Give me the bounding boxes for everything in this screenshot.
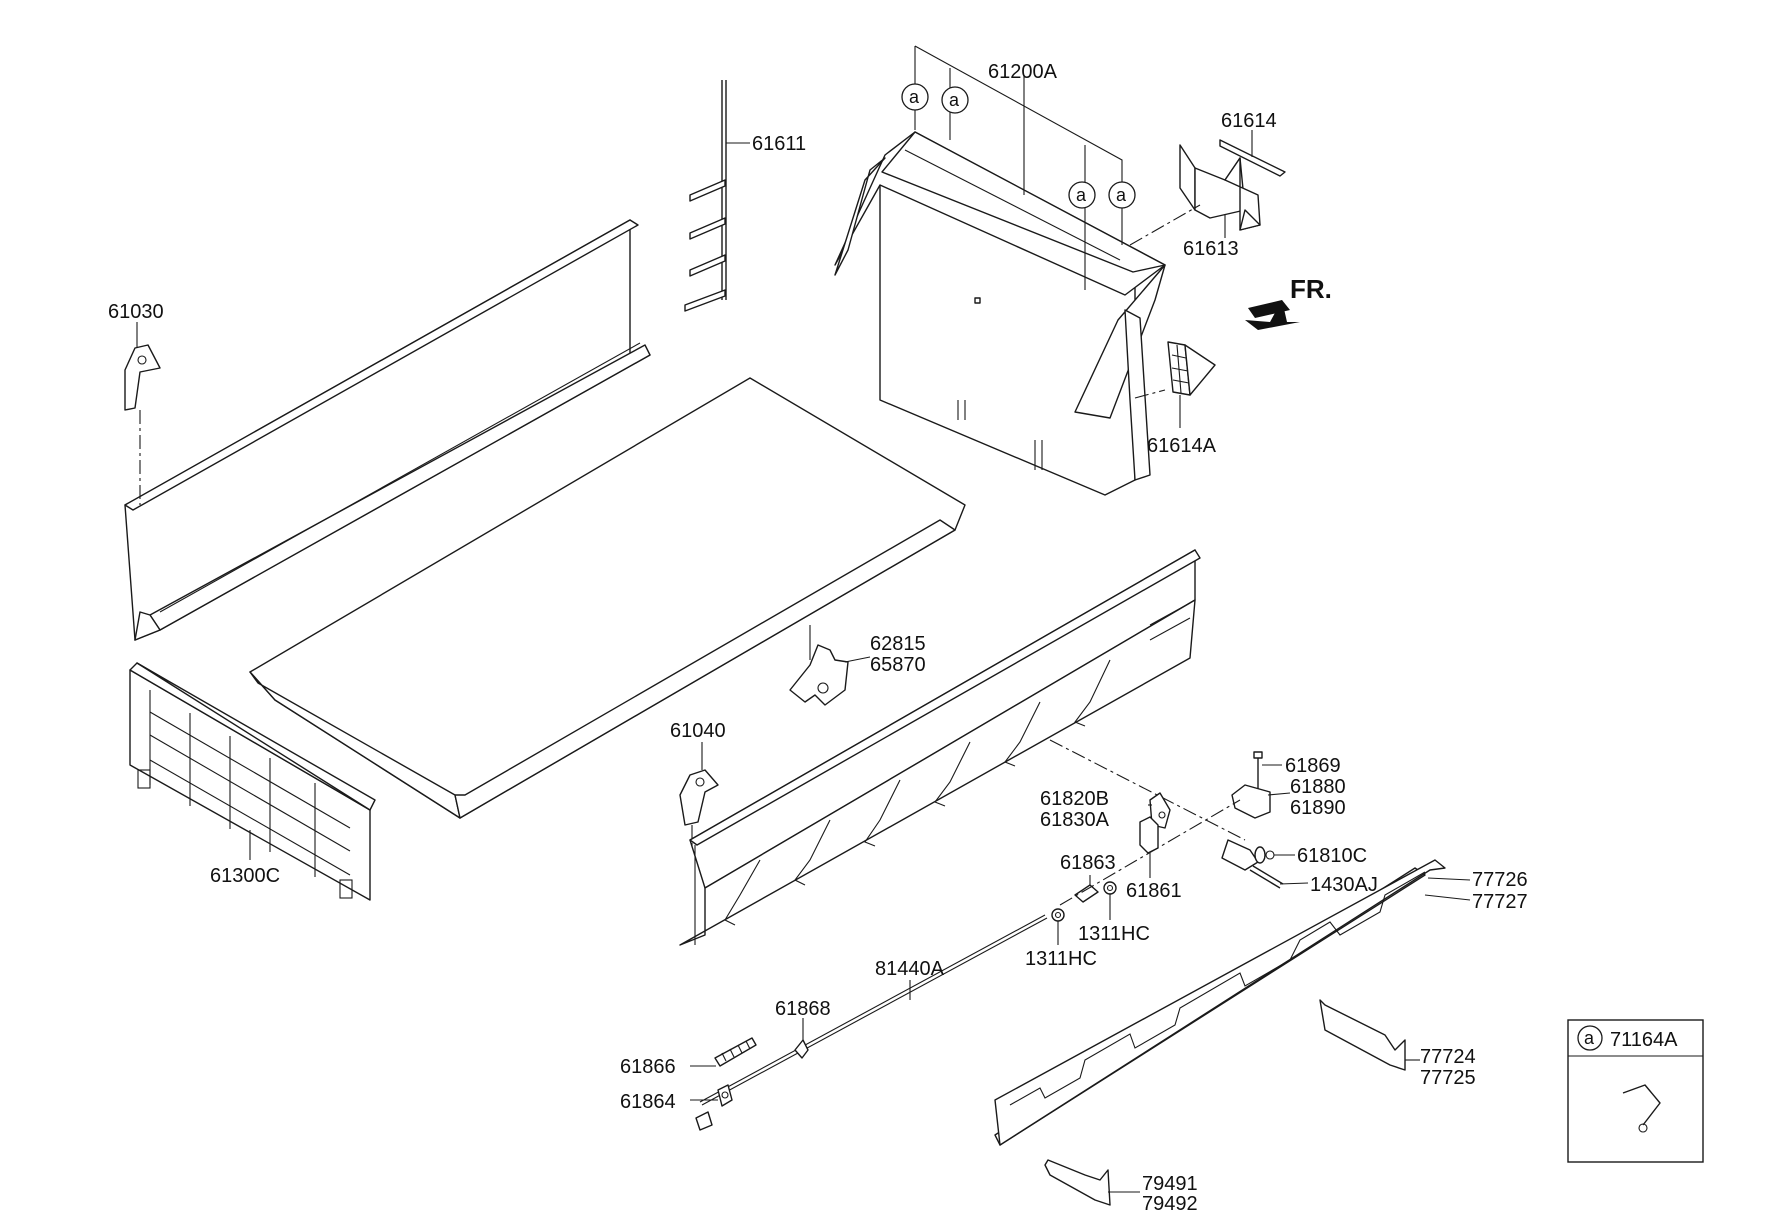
front-direction-arrow: FR.	[1245, 274, 1332, 330]
callout-letter: a	[1116, 185, 1127, 205]
label-61869: 61869	[1285, 755, 1341, 777]
callout-letter: a	[909, 87, 920, 107]
part-77724-plate	[1319, 999, 1420, 1071]
front-direction-text: FR.	[1290, 274, 1332, 304]
hook-clip-icon	[1622, 1084, 1661, 1126]
part-61864-plate	[690, 1084, 733, 1131]
part-62815-hook	[789, 625, 871, 706]
callout-circle-a-2	[941, 86, 969, 114]
label-62815: 62815	[870, 633, 926, 655]
label-65870: 65870	[870, 654, 926, 676]
part-61880-latch	[1231, 784, 1291, 819]
label-61863: 61863	[1060, 852, 1116, 874]
callout-circle-a-1	[901, 83, 929, 111]
front-panel-61200A	[834, 131, 1166, 496]
label-61613: 61613	[1183, 238, 1239, 260]
part-61030-hinge	[124, 322, 161, 505]
label-61810C: 61810C	[1297, 845, 1367, 867]
callout-letter: a	[949, 90, 960, 110]
label-61040: 61040	[670, 720, 726, 742]
part-81440A-cable	[699, 914, 1048, 1106]
label-61614: 61614	[1221, 110, 1277, 132]
label-61614A: 61614A	[1147, 435, 1217, 457]
right-side-panel	[679, 549, 1201, 946]
label-61861: 61861	[1126, 880, 1182, 902]
label-77724: 77724	[1420, 1046, 1476, 1068]
floor-plate	[249, 377, 966, 819]
legend-marker-circle	[1577, 1025, 1603, 1051]
part-61863-pin	[1074, 875, 1099, 903]
part-61614-strip	[1219, 130, 1286, 177]
part-61614A	[1134, 341, 1216, 428]
arrow-icon	[1245, 300, 1300, 330]
part-79491-plate	[1044, 1159, 1140, 1206]
label-79491: 79491	[1142, 1173, 1198, 1195]
label-1311HC-a: 1311HC	[1078, 923, 1150, 945]
label-61868: 61868	[775, 998, 831, 1020]
label-1430AJ: 1430AJ	[1310, 874, 1378, 896]
label-1311HC-b: 1311HC	[1025, 948, 1097, 970]
callout-bracket-61200A: a a a a	[901, 45, 1136, 290]
label-61890: 61890	[1290, 797, 1346, 819]
legend-part-number: 71164A	[1610, 1029, 1678, 1051]
legend-box-71164A: a 71164A	[1567, 1019, 1704, 1163]
part-61810C-cylinder	[1221, 839, 1295, 871]
label-61200A: 61200A	[988, 61, 1058, 83]
label-61830A: 61830A	[1040, 809, 1110, 831]
part-61040-hinge	[679, 742, 719, 850]
label-61866: 61866	[620, 1056, 676, 1078]
label-81440A: 81440A	[875, 958, 945, 980]
callout-circle-a-4	[1108, 181, 1136, 209]
label-77725: 77725	[1420, 1067, 1476, 1089]
label-61820B: 61820B	[1040, 788, 1109, 810]
part-61611	[684, 80, 750, 312]
label-61300C: 61300C	[210, 865, 280, 887]
label-77726: 77726	[1472, 869, 1528, 891]
legend-marker: a	[1584, 1028, 1595, 1048]
part-1311HC-nut-a	[1103, 881, 1117, 920]
label-77727: 77727	[1472, 891, 1528, 913]
label-61611: 61611	[752, 133, 806, 155]
part-61613-bracket	[1179, 144, 1261, 238]
part-61861-block	[1139, 816, 1159, 878]
label-61880: 61880	[1290, 776, 1346, 798]
part-61869-bolt	[1253, 751, 1282, 790]
part-77726-skirt	[994, 859, 1446, 1146]
label-79492: 79492	[1142, 1193, 1198, 1211]
left-side-panel	[124, 219, 651, 641]
part-61866-spring	[690, 1037, 757, 1067]
part-61868-clip	[794, 1018, 809, 1059]
callout-letter: a	[1076, 185, 1087, 205]
part-1311HC-nut-b	[1051, 908, 1065, 945]
part-61300C-tailgate	[129, 662, 376, 901]
part-1430AJ-pin	[1249, 865, 1309, 889]
label-61864: 61864	[620, 1091, 676, 1113]
label-61030: 61030	[108, 301, 164, 323]
callout-circle-a-3	[1068, 181, 1096, 209]
